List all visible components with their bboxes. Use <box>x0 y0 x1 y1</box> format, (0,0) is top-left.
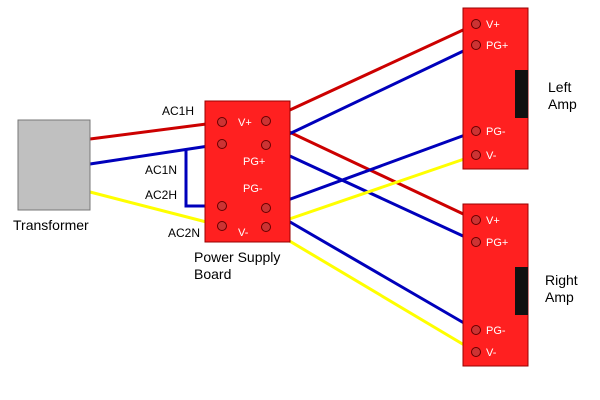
power-supply-board: AC1H AC1N AC2H AC2N V+ PG+ PG- V- Power … <box>145 100 291 282</box>
right-amp-terminal-vminus <box>471 347 481 357</box>
left-amp-label-line1: Left <box>548 79 571 95</box>
label-out-vminus: V- <box>238 227 249 239</box>
left-amp: V+ PG+ PG- V- Left Amp <box>462 7 577 170</box>
left-amp-label-line2: Amp <box>548 96 577 112</box>
right-amp-terminal-vplus <box>471 215 481 225</box>
transformer: Transformer <box>13 119 91 233</box>
wire-vminus-right <box>264 225 478 354</box>
terminal-out-vminus <box>261 222 271 232</box>
wire-ac1n <box>88 142 224 166</box>
terminal-ac2h <box>217 201 227 211</box>
label-ac2n: AC2N <box>168 226 200 240</box>
wires <box>88 22 478 354</box>
wire-vplus-left <box>264 22 478 123</box>
power-supply-label-line2: Board <box>194 266 231 282</box>
wire-pgminus-left <box>264 129 478 210</box>
wire-ac2n <box>88 190 224 228</box>
left-amp-terminal-vplus <box>471 19 481 29</box>
wire-pgplus-right <box>264 143 478 244</box>
right-amp: V+ PG+ PG- V- Right Amp <box>462 203 578 367</box>
wire-pgminus-right <box>264 206 478 332</box>
label-out-pgminus: PG- <box>243 183 263 195</box>
right-amp-heatsink <box>515 267 528 315</box>
transformer-label: Transformer <box>13 217 89 233</box>
left-amp-pin-vminus: V- <box>486 150 497 162</box>
right-amp-terminal-pgminus <box>471 325 481 335</box>
left-amp-terminal-pgminus <box>471 126 481 136</box>
right-amp-pin-vplus: V+ <box>486 215 500 227</box>
right-amp-label-line2: Amp <box>545 289 574 305</box>
terminal-ac2n <box>217 221 227 231</box>
left-amp-pin-vplus: V+ <box>486 19 500 31</box>
label-ac1h: AC1H <box>162 104 194 118</box>
left-amp-pin-pgplus: PG+ <box>486 40 508 52</box>
wire-vminus-left <box>264 153 478 229</box>
label-ac1n: AC1N <box>145 163 177 177</box>
power-supply-label-line1: Power Supply <box>194 249 280 265</box>
left-amp-terminal-vminus <box>471 150 481 160</box>
right-amp-pin-vminus: V- <box>486 347 497 359</box>
transformer-body <box>17 119 91 211</box>
wire-pgplus-left <box>264 43 478 147</box>
left-amp-heatsink <box>515 70 528 118</box>
label-out-pgplus: PG+ <box>243 156 265 168</box>
terminal-out-vplus <box>261 116 271 126</box>
terminal-out-pgminus <box>261 203 271 213</box>
terminal-out-pgplus <box>261 140 271 150</box>
right-amp-terminal-pgplus <box>471 237 481 247</box>
right-amp-pin-pgplus: PG+ <box>486 237 508 249</box>
label-out-vplus: V+ <box>238 117 252 129</box>
left-amp-pin-pgminus: PG- <box>486 126 506 138</box>
label-ac2h: AC2H <box>145 188 177 202</box>
right-amp-pin-pgminus: PG- <box>486 325 506 337</box>
left-amp-terminal-pgplus <box>471 40 481 50</box>
wire-ac1h <box>88 120 224 141</box>
terminal-ac1h <box>217 117 227 127</box>
right-amp-label-line1: Right <box>545 272 578 288</box>
terminal-ac1n <box>217 139 227 149</box>
